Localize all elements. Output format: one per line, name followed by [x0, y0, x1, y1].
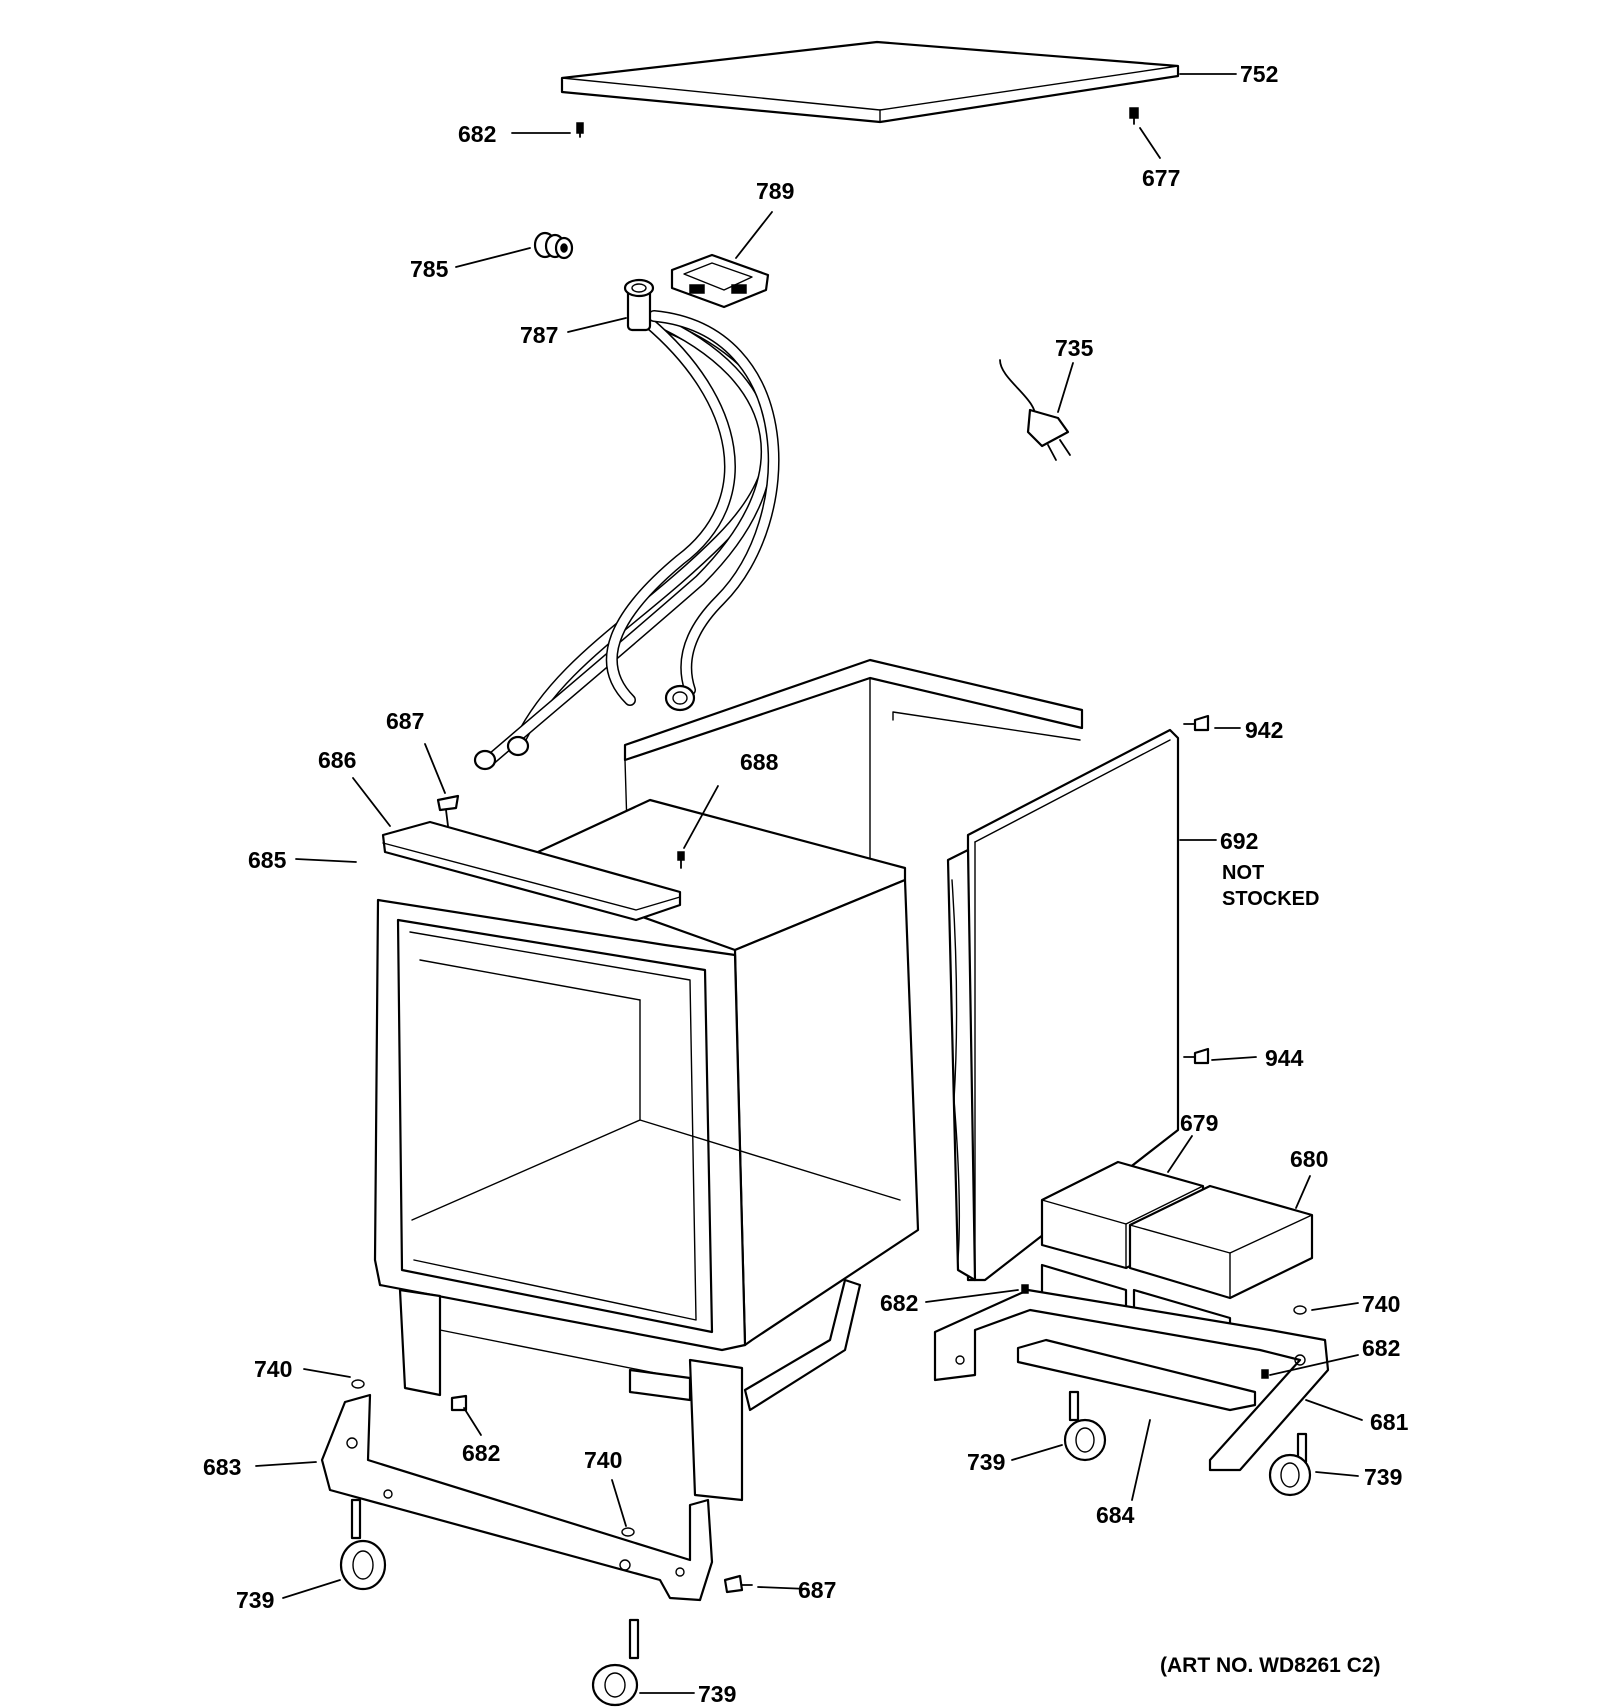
- screw-687-low: [723, 1574, 753, 1594]
- junction-box-789: [670, 253, 770, 309]
- label-682-right: 682: [1362, 1335, 1400, 1361]
- label-789: 789: [756, 178, 794, 204]
- screw-688: [677, 851, 685, 869]
- label-692-note-not: NOT: [1222, 862, 1264, 884]
- label-682-top: 682: [458, 121, 496, 147]
- label-688: 688: [740, 749, 779, 775]
- label-740-left: 740: [254, 1356, 292, 1382]
- screw-682-top: [576, 122, 584, 138]
- label-735: 735: [1055, 335, 1094, 361]
- label-739-bottom: 739: [698, 1681, 736, 1707]
- label-944: 944: [1265, 1045, 1304, 1071]
- clip-740-low: [621, 1527, 635, 1537]
- label-739-right: 739: [1364, 1464, 1402, 1490]
- caster-739-mid: [1063, 1390, 1107, 1462]
- screw-677: [1129, 107, 1139, 125]
- caster-739-right: [1268, 1432, 1312, 1497]
- label-686: 686: [318, 747, 356, 773]
- screw-682-mid: [1021, 1284, 1029, 1294]
- top-panel: [560, 40, 1180, 124]
- label-740-right: 740: [1362, 1291, 1400, 1317]
- label-687-top: 687: [386, 708, 424, 734]
- label-679: 679: [1180, 1110, 1218, 1136]
- screw-944: [1183, 1047, 1210, 1065]
- label-692-note-stocked: STOCKED: [1222, 888, 1319, 910]
- screw-682-right: [1261, 1369, 1269, 1379]
- outer-cabinet: [623, 658, 1084, 881]
- base-bracket-681: [933, 1288, 1330, 1472]
- label-682-mid: 682: [880, 1290, 918, 1316]
- label-687-low: 687: [798, 1577, 836, 1603]
- leader-lines: [255, 73, 1363, 1694]
- part-labels: 752 682 677 789 785 787 735 687 686 688 …: [203, 61, 1409, 1707]
- base-bracket-683: [320, 1393, 714, 1602]
- clip-740-right: [1293, 1305, 1307, 1315]
- art-number: (ART NO. WD8261 C2): [1160, 1654, 1381, 1677]
- label-740-low: 740: [584, 1447, 622, 1473]
- screw-942: [1183, 714, 1210, 732]
- clip-740-left: [351, 1379, 365, 1389]
- side-panel-692: [946, 728, 1180, 1282]
- power-cord-735: [999, 359, 1071, 461]
- label-677: 677: [1142, 165, 1180, 191]
- label-787: 787: [520, 322, 558, 348]
- label-682-low: 682: [462, 1440, 500, 1466]
- label-739-left: 739: [236, 1587, 274, 1613]
- fitting-785: [533, 231, 574, 260]
- caster-739-left: [339, 1498, 387, 1591]
- label-685: 685: [248, 847, 287, 873]
- label-942: 942: [1245, 717, 1283, 743]
- hose-assembly-787: [473, 278, 780, 771]
- base-rail-684: [1016, 1338, 1257, 1412]
- tub-frame: [373, 798, 920, 1502]
- label-785: 785: [410, 256, 449, 282]
- label-680: 680: [1290, 1146, 1328, 1172]
- label-683: 683: [203, 1454, 241, 1480]
- top-bracket-686: [381, 820, 682, 922]
- caster-739-bottom: [591, 1618, 640, 1707]
- label-684: 684: [1096, 1502, 1135, 1528]
- label-739-mid: 739: [967, 1449, 1005, 1475]
- screw-687-top: [436, 794, 460, 827]
- label-681: 681: [1370, 1409, 1409, 1435]
- label-752: 752: [1240, 61, 1278, 87]
- label-692: 692: [1220, 828, 1258, 854]
